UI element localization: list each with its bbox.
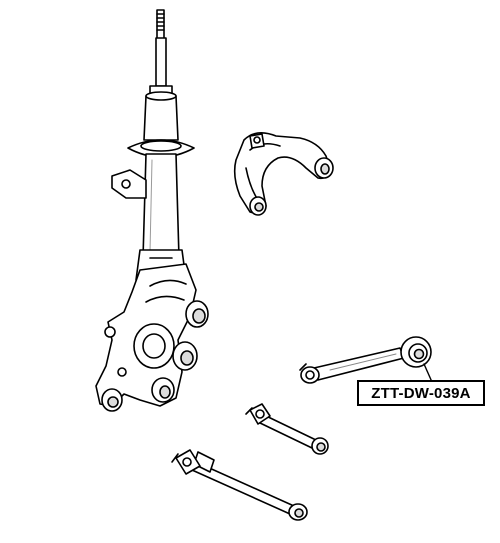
- lower-link-fork: [245, 403, 271, 425]
- piston-rod: [155, 37, 167, 87]
- knuckle-bushing-lower-left: [101, 388, 123, 412]
- callout-leader: [423, 363, 433, 383]
- shock-body: [142, 153, 180, 259]
- part-number-label: ZTT-DW-039A: [357, 380, 485, 406]
- lateral-link-end-eye: [299, 363, 320, 384]
- shock-absorber: [111, 9, 195, 281]
- lateral-link-arm: [313, 347, 405, 381]
- lateral-link-bushing: [400, 336, 432, 368]
- knuckle-bushing-right: [172, 341, 198, 371]
- upper-arm-bushing-front: [314, 157, 334, 179]
- lower-link-bushing: [311, 437, 329, 455]
- upper-arm-body: [233, 132, 331, 214]
- upper-arm-bushing-rear: [249, 196, 267, 216]
- knuckle-bushing-lower-mid: [151, 377, 175, 403]
- knuckle-bushing-upper: [185, 300, 209, 328]
- dust-boot: [143, 95, 179, 141]
- upper-control-arm: [233, 132, 334, 216]
- piston-rod-thread: [156, 9, 165, 41]
- upper-arm-ball-joint: [249, 133, 265, 149]
- lower-link: [245, 403, 329, 455]
- trailing-link-bushing: [288, 503, 308, 521]
- trailing-link-clevis: [171, 449, 201, 475]
- trailing-link: [171, 449, 308, 521]
- lateral-link-with-bushing: [299, 336, 433, 384]
- steering-knuckle: [95, 263, 209, 412]
